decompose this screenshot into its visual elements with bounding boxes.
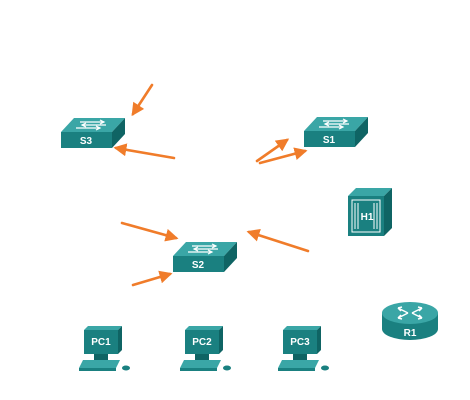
switch-s1[interactable]: S1 — [304, 117, 368, 147]
arrow-to-s2-left — [120, 221, 179, 242]
arrow-to-s2-right — [246, 229, 310, 253]
pc-icon — [278, 326, 329, 371]
hub-h1-label: H1 — [361, 212, 374, 223]
arrow-to-s3-front — [113, 143, 176, 160]
pc-pc3[interactable]: PC3 — [278, 326, 329, 371]
switch-icon — [304, 117, 368, 147]
arrow-to-s3-top — [131, 83, 154, 117]
switch-icon — [173, 242, 237, 272]
hub-icon — [348, 188, 392, 236]
pc3-label: PC3 — [290, 337, 310, 348]
arrow-to-s2-bottom — [131, 270, 173, 287]
switch-s2-label: S2 — [192, 260, 205, 271]
router-r1[interactable]: R1 — [382, 302, 438, 340]
switch-s3-label: S3 — [80, 136, 93, 147]
arrow-to-s1-upper — [255, 138, 290, 163]
pc2-label: PC2 — [192, 337, 212, 348]
pc-icon — [79, 326, 130, 371]
switch-s3[interactable]: S3 — [61, 118, 125, 148]
switch-icon — [61, 118, 125, 148]
pc-pc2[interactable]: PC2 — [180, 326, 231, 371]
hub-h1[interactable]: H1 — [348, 188, 392, 236]
router-icon — [382, 302, 438, 340]
arrow-to-s1-lower — [258, 147, 308, 165]
pc-pc1[interactable]: PC1 — [79, 326, 130, 371]
pointer-arrows — [113, 83, 310, 287]
router-r1-label: R1 — [404, 328, 417, 339]
switch-s2[interactable]: S2 — [173, 242, 237, 272]
pc1-label: PC1 — [91, 337, 111, 348]
pc-icon — [180, 326, 231, 371]
switch-s1-label: S1 — [323, 135, 336, 146]
